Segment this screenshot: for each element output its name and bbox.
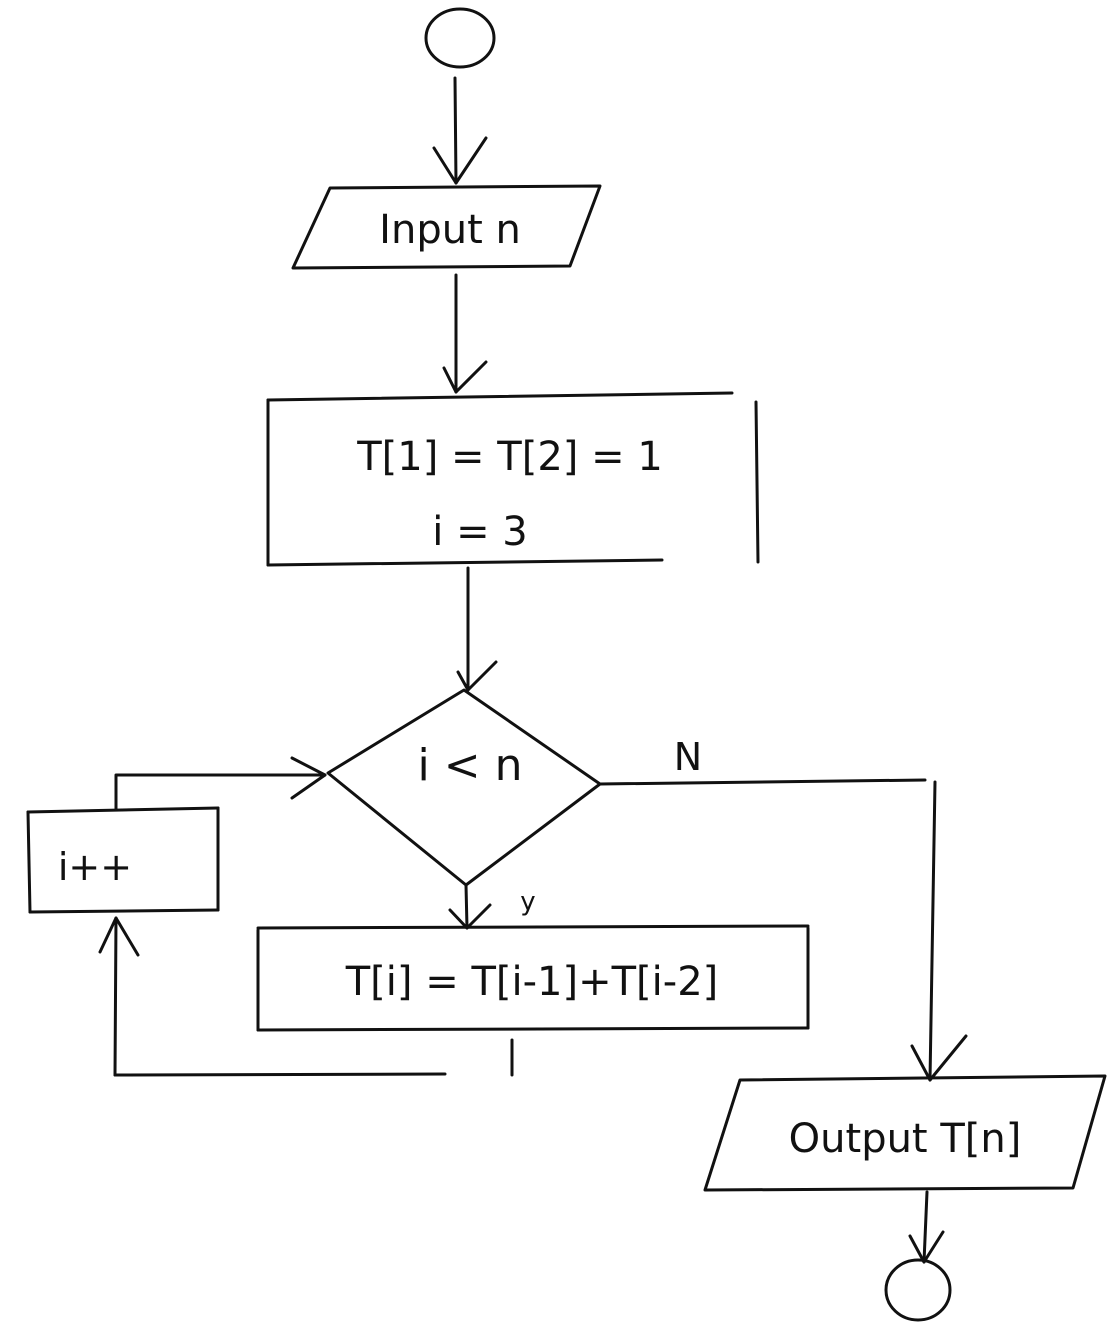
compute-node: T[i] = T[i-1]+T[i-2]	[256, 924, 810, 1032]
input-node: Input n	[291, 184, 602, 270]
arrow-line	[922, 1190, 929, 1264]
increment-box-bottom	[28, 908, 220, 914]
output-label: Output T[n]	[789, 1116, 1022, 1162]
output-parallelogram	[703, 1074, 1107, 1192]
loop-up-line	[113, 916, 118, 1077]
arrow-line	[114, 773, 327, 812]
init-label-line2: i = 3	[432, 509, 528, 555]
compute-label: T[i] = T[i-1]+T[i-2]	[345, 959, 719, 1005]
input-parallelogram	[291, 184, 602, 270]
condition-node: i < n	[326, 688, 602, 887]
loop-bottom-line	[113, 1072, 447, 1077]
arrow-line	[453, 76, 458, 185]
arrow-init-to-condition	[456, 566, 498, 692]
loop-back-path	[98, 916, 514, 1077]
no-branch-down-line	[928, 780, 937, 1082]
no-branch-line	[598, 778, 927, 786]
input-label: Input n	[379, 207, 521, 253]
arrowhead	[98, 916, 140, 957]
arrow-output-to-end	[908, 1190, 945, 1264]
init-box-right	[754, 400, 760, 564]
end-circle	[884, 1258, 952, 1322]
condition-label: i < n	[418, 740, 523, 791]
increment-node: i++	[26, 806, 220, 914]
arrowhead	[432, 136, 488, 185]
end-terminal	[884, 1258, 952, 1322]
arrowhead	[448, 903, 492, 930]
init-box-bottom	[266, 558, 664, 567]
no-label: N	[674, 735, 702, 779]
arrow-increment-to-condition	[114, 756, 327, 812]
start-circle	[424, 7, 496, 69]
increment-box-left	[26, 810, 32, 914]
output-node: Output T[n]	[703, 1074, 1107, 1192]
no-branch: N	[598, 735, 968, 1082]
arrowhead	[442, 360, 488, 394]
start-terminal	[424, 7, 496, 69]
arrow-input-to-init	[442, 273, 488, 394]
compute-box-bottom	[256, 1026, 810, 1032]
yes-label: y	[520, 887, 535, 917]
arrowhead	[910, 1034, 968, 1082]
increment-label: i++	[58, 845, 132, 889]
compute-box-top	[256, 924, 810, 930]
yes-branch: y	[448, 883, 536, 930]
init-box-top	[266, 391, 734, 402]
arrowhead	[456, 660, 498, 692]
init-label-line1: T[1] = T[2] = 1	[356, 434, 663, 480]
init-node: T[1] = T[2] = 1 i = 3	[266, 391, 760, 567]
increment-box-top	[26, 806, 220, 814]
arrow-start-to-input	[432, 76, 488, 185]
arrowhead	[290, 756, 327, 800]
yes-branch-line	[464, 883, 469, 930]
